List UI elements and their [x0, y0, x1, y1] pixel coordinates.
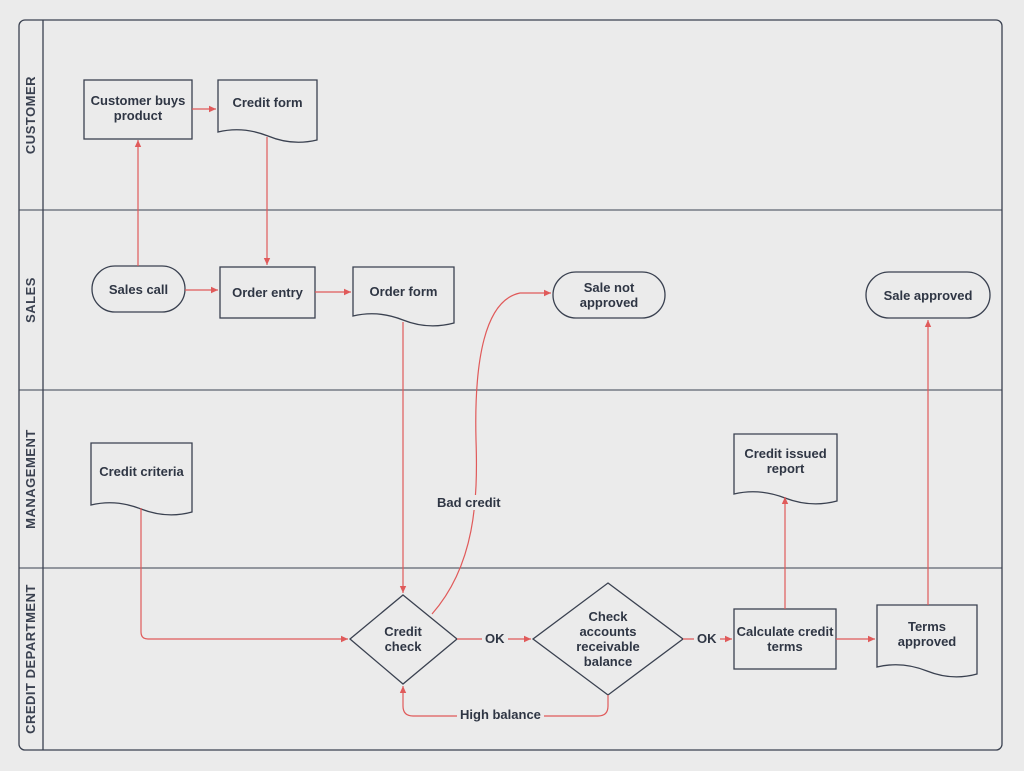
calculate-terms-shape[interactable]	[733, 608, 837, 670]
edge-label-bad-credit: Bad credit	[434, 495, 504, 510]
lane-label-sales: SALES	[23, 277, 38, 323]
lane-label-customer: CUSTOMER	[23, 75, 38, 155]
edge-label-high-balance: High balance	[457, 707, 544, 722]
edge-label-ok-1: OK	[482, 631, 508, 646]
edge-creditcheck-to-salenotapproved	[431, 289, 551, 615]
edge-label-ok-2: OK	[694, 631, 720, 646]
order-form-shape[interactable]	[352, 266, 455, 327]
edge-criteria-to-creditcheck	[140, 508, 348, 643]
credit-form-shape[interactable]	[217, 79, 318, 143]
credit-check-shape[interactable]	[348, 594, 459, 685]
lane-label-management: MANAGEMENT	[23, 429, 38, 529]
customer-buys-shape[interactable]	[83, 79, 193, 140]
order-entry-shape[interactable]	[219, 266, 316, 319]
sale-approved-shape[interactable]	[865, 271, 991, 319]
lane-label-credit-department: CREDIT DEPARTMENT	[23, 584, 38, 734]
sale-not-approved-shape[interactable]	[552, 271, 666, 319]
terms-approved-shape[interactable]	[876, 604, 978, 678]
sales-call-shape[interactable]	[91, 265, 186, 313]
